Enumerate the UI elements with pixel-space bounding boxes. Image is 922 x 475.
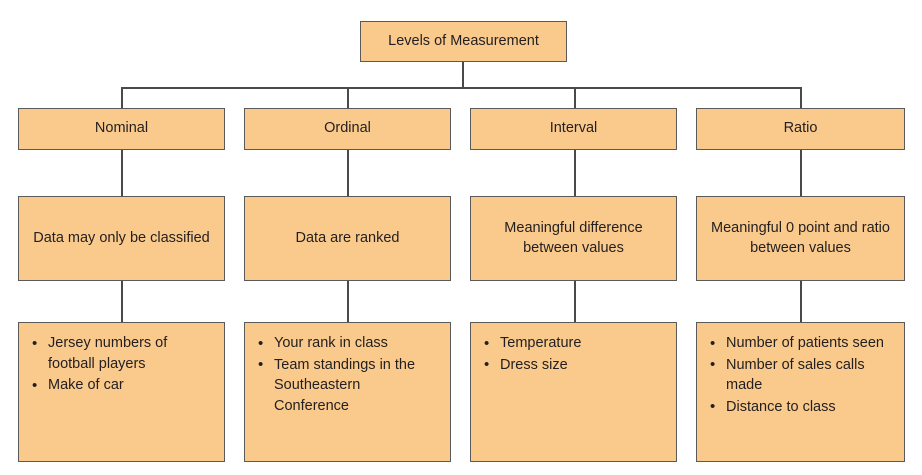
root-node-label: Levels of Measurement (388, 32, 539, 49)
level-label-interval: Interval (549, 120, 598, 137)
list-item: Make of car (31, 375, 212, 396)
level-label-ordinal: Ordinal (324, 120, 371, 137)
examples-node-nominal: Jersey numbers of football players Make … (18, 322, 225, 462)
level-label-nominal: Nominal (94, 120, 149, 137)
examples-list-ordinal: Your rank in class Team standings in the… (257, 333, 438, 416)
connector-root-to-bus (462, 62, 464, 88)
level-node-nominal: Nominal (18, 108, 225, 150)
list-item: Your rank in class (257, 333, 438, 354)
connector-ordinal-to-definition (347, 150, 349, 196)
definition-node-interval: Meaningful difference between values (470, 196, 677, 281)
connector-bus-horizontal (121, 87, 801, 89)
list-item: Dress size (483, 354, 664, 376)
connector-definition-to-examples-ordinal (347, 281, 349, 322)
definition-text-ratio: Meaningful 0 point and ratio between val… (711, 219, 890, 256)
root-node-levels-of-measurement: Levels of Measurement (360, 21, 567, 62)
list-item: Distance to class (709, 396, 892, 418)
connector-definition-to-examples-interval (574, 281, 576, 322)
level-node-ordinal: Ordinal (244, 108, 451, 150)
connector-nominal-to-definition (121, 150, 123, 196)
list-item: Team standings in the Southeastern Confe… (257, 354, 438, 417)
level-node-interval: Interval (470, 108, 677, 150)
connector-definition-to-examples-ratio (800, 281, 802, 322)
level-node-ratio: Ratio (696, 108, 905, 150)
definition-text-ordinal: Data are ranked (295, 229, 400, 246)
definition-node-nominal: Data may only be classified (18, 196, 225, 281)
examples-node-ratio: Number of patients seen Number of sales … (696, 322, 905, 462)
examples-list-nominal: Jersey numbers of football players Make … (31, 332, 212, 396)
examples-node-interval: Temperature Dress size (470, 322, 677, 462)
list-item: Number of sales calls made (709, 354, 892, 396)
connector-bus-to-interval (574, 87, 576, 109)
connector-bus-to-ordinal (347, 87, 349, 109)
level-label-ratio: Ratio (783, 120, 818, 137)
connector-bus-to-ratio (800, 87, 802, 109)
examples-node-ordinal: Your rank in class Team standings in the… (244, 322, 451, 462)
definition-node-ratio: Meaningful 0 point and ratio between val… (696, 196, 905, 281)
connector-interval-to-definition (574, 150, 576, 196)
definition-text-interval: Meaningful difference between values (504, 219, 643, 256)
connector-definition-to-examples-nominal (121, 281, 123, 322)
examples-list-ratio: Number of patients seen Number of sales … (709, 333, 892, 418)
connector-bus-to-nominal (121, 87, 123, 109)
connector-ratio-to-definition (800, 150, 802, 196)
list-item: Temperature (483, 333, 664, 354)
examples-list-interval: Temperature Dress size (483, 333, 664, 375)
definition-text-nominal: Data may only be classified (33, 229, 210, 246)
list-item: Number of patients seen (709, 333, 892, 354)
definition-node-ordinal: Data are ranked (244, 196, 451, 281)
list-item: Jersey numbers of football players (31, 332, 212, 374)
